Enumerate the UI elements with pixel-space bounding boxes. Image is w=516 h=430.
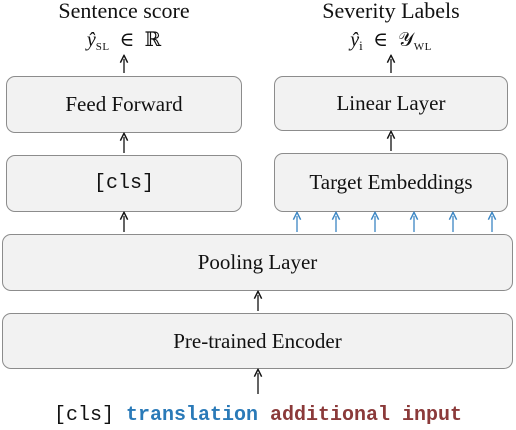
linear-layer-box: Linear Layer	[274, 76, 508, 131]
pooling-layer-box: Pooling Layer	[2, 234, 513, 291]
input-translation: translation	[125, 404, 258, 427]
formula-right-symbol: ŷ	[350, 29, 360, 51]
sentence-score-title: Sentence score	[58, 0, 190, 23]
cls-box: [cls]	[6, 155, 242, 212]
feed-forward-box: Feed Forward	[6, 76, 242, 133]
severity-labels-formula: ŷi ∈ 𝒴WL	[268, 27, 514, 54]
input-cls-token: [cls]	[53, 404, 114, 427]
formula-left-relation: ∈	[119, 29, 135, 51]
target-embeddings-box: Target Embeddings	[274, 153, 508, 212]
formula-right-index: i	[359, 38, 364, 53]
severity-labels-title: Severity Labels	[322, 0, 460, 23]
sentence-score-formula: ŷSL ∈ ℝ	[0, 27, 248, 53]
input-sequence: [cls] translation additional input	[0, 404, 516, 427]
formula-left-symbol: ŷ	[86, 29, 96, 51]
formula-right-space-subscript: WL	[413, 41, 432, 53]
formula-right-space: 𝒴	[398, 29, 414, 51]
pooling-to-embeddings-arrows	[297, 216, 492, 232]
input-additional: additional input	[270, 404, 463, 427]
formula-right-relation: ∈	[373, 29, 389, 51]
formula-left-space: ℝ	[144, 29, 162, 51]
formula-left-subscript: SL	[95, 41, 110, 53]
